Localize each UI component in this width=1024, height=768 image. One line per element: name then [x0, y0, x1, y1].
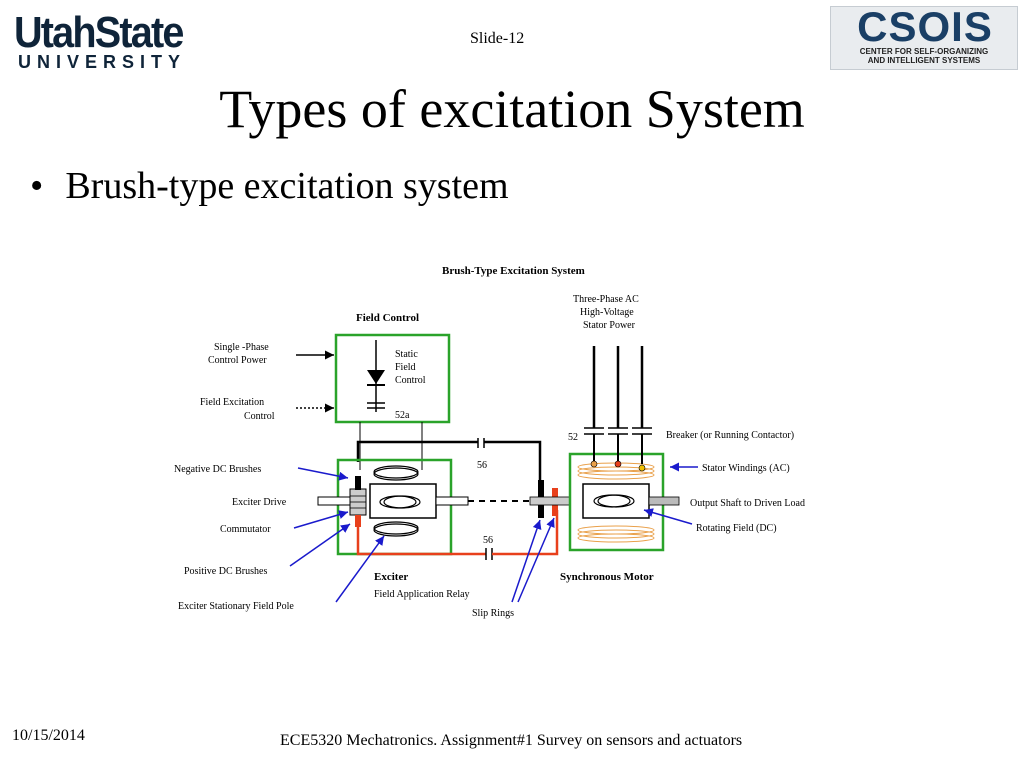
diagram-shape: [335, 535, 385, 603]
positive-dc-brushes-label: Positive DC Brushes: [184, 566, 267, 577]
relay-56-bottom-label: 56: [483, 535, 493, 546]
diagram-shape: [435, 496, 469, 506]
static-field-control-2: Field: [395, 362, 416, 373]
diagram-shape: [529, 496, 571, 506]
diagram-shape: [317, 496, 351, 506]
static-field-control-3: Control: [395, 375, 426, 386]
output-shaft-label: Output Shaft to Driven Load: [690, 498, 805, 509]
diagram-shape: [577, 470, 655, 480]
slide-number: Slide-12: [470, 30, 525, 47]
diagram-shape: [379, 495, 417, 509]
field-application-relay-label: Field Application Relay: [374, 589, 470, 600]
diagram-shape: [638, 464, 646, 472]
diagram-title: Brush-Type Excitation System: [442, 265, 585, 277]
diagram-shape: [648, 496, 680, 506]
contact-52a-label: 52a: [395, 410, 410, 421]
diagram-shape: [511, 519, 542, 603]
diagram-shape: [356, 440, 478, 462]
stator-windings-label: Stator Windings (AC): [702, 463, 790, 474]
diagram-shape: [577, 466, 655, 476]
breaker-52-label: 52: [568, 432, 578, 443]
positive-brush: [355, 515, 361, 527]
diagram-shape: [297, 467, 349, 481]
diagram-shape: [577, 529, 655, 539]
exciter-drive-label: Exciter Drive: [232, 497, 287, 508]
diagram-shape: [590, 460, 598, 468]
diagram-shape: [643, 508, 693, 525]
three-phase-label-1: Three-Phase AC: [573, 294, 639, 305]
diagram-shape: [517, 517, 555, 603]
csois-logo: [830, 6, 1018, 70]
negative-dc-brushes-label: Negative DC Brushes: [174, 464, 261, 475]
diagram-shape: [373, 465, 419, 479]
three-phase-label-2: High-Voltage: [580, 307, 634, 318]
bullet-dot: •: [30, 165, 44, 207]
csois-logo-word: CSOIS: [857, 3, 993, 50]
field-control-box: [334, 333, 451, 424]
diagram-shape: [373, 523, 419, 537]
diagram-shape: [289, 523, 351, 567]
relay-56-top-label: 56: [477, 460, 487, 471]
commutator-label: Commutator: [220, 524, 271, 535]
utah-state-logo-subtitle: UNIVERSITY: [18, 52, 187, 72]
three-phase-label-3: Stator Power: [583, 320, 636, 331]
rotating-field-label: Rotating Field (DC): [696, 523, 777, 534]
breaker-label: Breaker (or Running Contactor): [666, 430, 794, 441]
diagram-shape: [373, 521, 419, 535]
utah-state-logo: UtahState: [14, 8, 184, 57]
csois-logo-line1: CENTER FOR SELF-ORGANIZING: [859, 47, 989, 56]
slide-title: Types of excitation System: [219, 79, 805, 139]
csois-logo-line2: AND INTELLIGENT SYSTEMS: [867, 56, 981, 65]
diagram-shape: [577, 533, 655, 543]
diagram-shape: [373, 467, 419, 481]
thyristor-icon: [367, 370, 385, 384]
footer-date: 10/15/2014: [12, 727, 85, 744]
bullet-text: Brush-type excitation system: [65, 165, 509, 207]
footer-text: ECE5320 Mechatronics. Assignment#1 Surve…: [280, 732, 743, 749]
brush-type-excitation-diagram: Brush-Type Excitation System Field Contr…: [174, 265, 805, 619]
diagram-shape: [356, 527, 486, 556]
bullet-item: • Brush-type excitation system: [30, 163, 509, 209]
single-phase-label-2: Control Power: [208, 355, 267, 366]
diagram-shape: [492, 510, 559, 556]
exciter-stationary-field-pole-label: Exciter Stationary Field Pole: [178, 601, 294, 612]
diagram-shape: [593, 494, 631, 508]
field-excitation-label-2: Control: [244, 411, 275, 422]
slip-rings-label: Slip Rings: [472, 608, 514, 619]
field-excitation-label-1: Field Excitation: [200, 397, 264, 408]
diagram-shape: [614, 460, 622, 468]
motor-rotor: [582, 483, 650, 519]
synchronous-motor-label: Synchronous Motor: [560, 571, 654, 583]
exciter-label: Exciter: [374, 571, 408, 583]
single-phase-label-1: Single -Phase: [214, 342, 269, 353]
field-control-label: Field Control: [356, 312, 419, 324]
diagram-shape: [293, 510, 349, 529]
negative-brush: [355, 476, 361, 490]
static-field-control-1: Static: [395, 349, 418, 360]
